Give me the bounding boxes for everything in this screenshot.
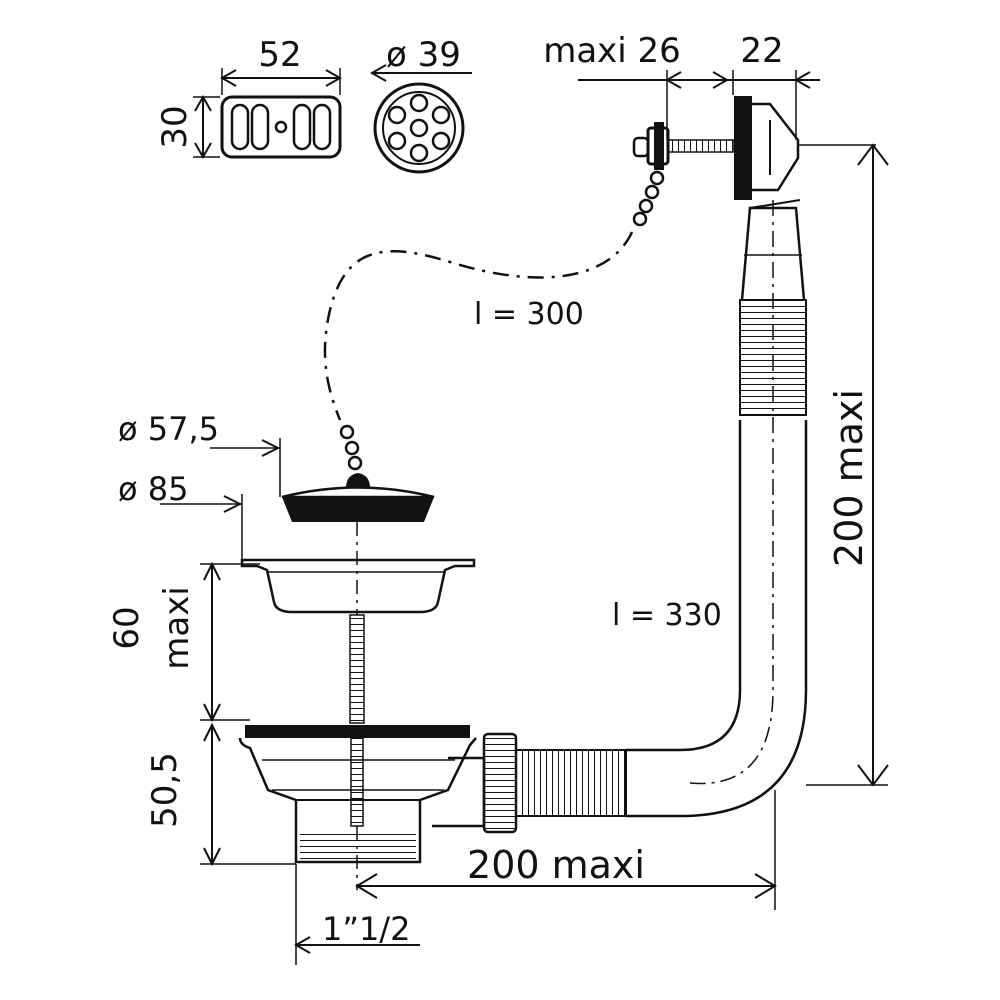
horizontal-length-label: 200 maxi [467, 843, 645, 887]
basket-depth-dimension: 60 maxi [107, 561, 260, 723]
overflow-cover-detail: 52 30 [155, 35, 343, 160]
head-depth-label: maxi 26 [543, 31, 681, 71]
body-height-label: 50,5 [145, 752, 185, 828]
vertical-dimension: 200 maxi [806, 143, 889, 787]
basket-diameter-label: ø 85 [118, 470, 188, 508]
grid-diameter-label: ø 39 [386, 35, 461, 75]
basket-strainer: ø 85 [118, 470, 476, 724]
chain: l = 300 [323, 231, 634, 471]
overflow-head: maxi 26 22 [543, 31, 876, 227]
tube-length-label: l = 330 [612, 598, 722, 633]
basket-depth-label: 60 [107, 606, 147, 649]
head-width-label: 22 [740, 31, 783, 71]
grid-detail: ø 39 [369, 35, 472, 174]
body-height-dimension: 50,5 [145, 722, 296, 867]
cover-height-label: 30 [155, 105, 195, 148]
plug: ø 57,5 [118, 410, 435, 522]
horizontal-dimension: 200 maxi [355, 790, 777, 910]
vertical-length-label: 200 maxi [827, 389, 871, 567]
drain-body [238, 725, 486, 890]
chain-length-label: l = 300 [474, 297, 584, 332]
basket-depth-qualifier: maxi [157, 586, 197, 670]
thread-size-label: 1”1/2 [322, 910, 410, 948]
thread-dimension: 1”1/2 [293, 864, 420, 965]
cover-width-label: 52 [258, 35, 301, 75]
plug-diameter-label: ø 57,5 [118, 410, 219, 448]
overflow-tube: l = 330 [482, 199, 808, 834]
